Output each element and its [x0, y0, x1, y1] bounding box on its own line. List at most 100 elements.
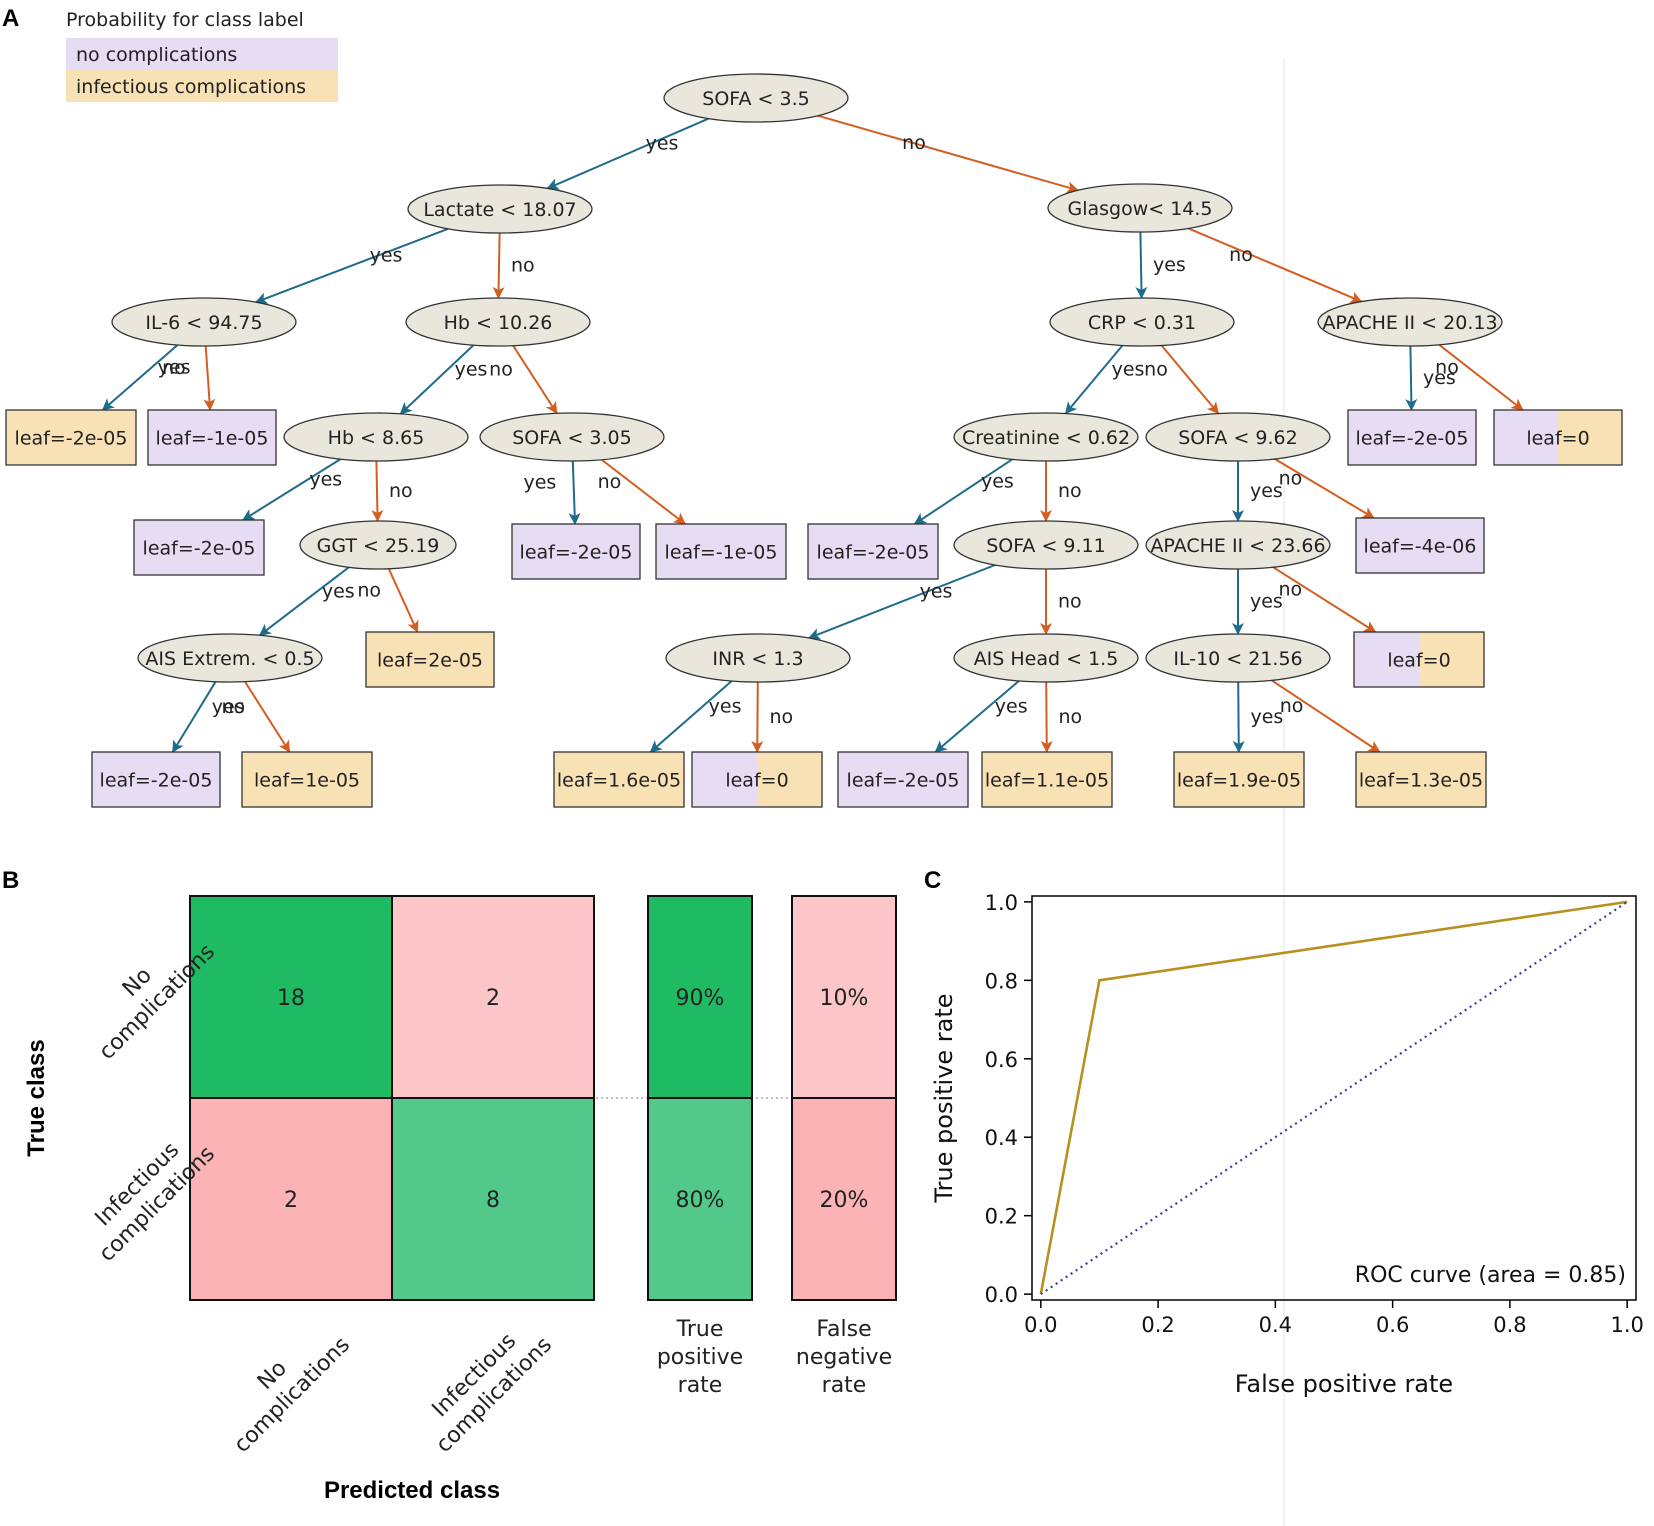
tree-edge-n2-n4 — [254, 227, 449, 304]
tree-leaf-l16: leaf=-2e-05 — [837, 751, 969, 808]
tree-node-shape — [1145, 520, 1331, 570]
leaf-label: leaf=-2e-05 — [15, 428, 128, 450]
tree-leaf-l5: leaf=-1e-05 — [655, 523, 787, 580]
edge-label-yes: yes — [1250, 480, 1283, 502]
edge-label-yes: yes — [920, 581, 953, 603]
panel-label-c: C — [924, 867, 941, 894]
tree-edge-n10-n13 — [1160, 344, 1220, 415]
tree-node-label: APACHE II < 20.13 — [1322, 312, 1497, 334]
tree-node-apache-ii-23-66: APACHE II < 23.66 — [1145, 520, 1331, 570]
tree-node-ais-head-1-5: AIS Head < 1.5 — [953, 633, 1139, 683]
leaf-label: leaf=-2e-05 — [817, 542, 930, 564]
leaf-border — [553, 751, 685, 808]
tree-node-label: SOFA < 3.05 — [512, 427, 632, 449]
y-tick-label: 0.6 — [985, 1048, 1018, 1072]
tree-edge-n11-l9 — [1405, 345, 1418, 411]
tree-node-shape — [1145, 633, 1331, 683]
edge-label-no: no — [162, 357, 186, 379]
tree-edge-n11-l10 — [1438, 344, 1524, 411]
y-tick-label: 0.4 — [985, 1126, 1018, 1150]
tree-node-sofa-9-11: SOFA < 9.11 — [953, 520, 1139, 570]
tree-node-il-6-94-75: IL-6 < 94.75 — [111, 297, 297, 347]
tree-node-shape — [1047, 183, 1233, 233]
leaf-fill — [242, 752, 372, 807]
leaf-label: leaf=2e-05 — [377, 650, 483, 672]
tree-node-shape — [665, 633, 851, 683]
tree-node-creatinine-0-62: Creatinine < 0.62 — [953, 412, 1139, 462]
leaf-fill-no-complications — [1354, 632, 1419, 687]
tree-edge-n14-n16 — [807, 564, 996, 640]
edge-label-yes: yes — [995, 696, 1028, 718]
tree-edge-n3-n10 — [1135, 231, 1148, 299]
tree-node-shape — [479, 412, 665, 462]
tree-edge-n5-n6 — [399, 344, 475, 415]
tree-leaf-l9: leaf=-2e-05 — [1347, 409, 1477, 466]
tree-edge-n17-l16 — [934, 680, 1020, 753]
edge-label-no: no — [902, 132, 926, 154]
edge-label-yes: yes — [1423, 367, 1456, 389]
tree-edge-n6-n8 — [371, 460, 384, 522]
rate-cell-value: 10% — [820, 986, 869, 1011]
leaf-label: leaf=1e-05 — [254, 770, 360, 792]
tree-edge-n17-l17 — [1040, 681, 1053, 753]
tree-node-sofa-3-5: SOFA < 3.5 — [663, 73, 849, 123]
legend-title: Probability for class label — [66, 9, 304, 31]
leaf-label: leaf=-1e-05 — [665, 542, 778, 564]
x-tick-label: 1.0 — [1611, 1313, 1644, 1337]
edge-label-no: no — [1058, 480, 1082, 502]
leaf-label: leaf=-2e-05 — [100, 770, 213, 792]
edge-label-yes: yes — [1153, 254, 1186, 276]
legend-label-infectious-complications: infectious complications — [76, 76, 306, 98]
tree-node-shape — [1145, 412, 1331, 462]
tree-edge-n4-l2 — [203, 345, 216, 411]
leaf-fill-infectious-complications — [1558, 410, 1622, 465]
leaf-fill — [512, 524, 640, 579]
tree-leaf-l13: leaf=0 — [1353, 631, 1485, 688]
leaf-border — [133, 519, 265, 576]
tree-edge-n18-l18 — [1232, 681, 1245, 753]
tree-edge-n7-l4 — [568, 460, 581, 525]
leaf-fill — [6, 410, 136, 465]
tree-edge-n10-n12 — [1064, 344, 1124, 415]
tree-node-il-10-21-56: IL-10 < 21.56 — [1145, 633, 1331, 683]
tree-node-label: APACHE II < 23.66 — [1150, 535, 1325, 557]
tree-edge-n9-l7 — [171, 681, 217, 753]
x-tick-label: 0.0 — [1024, 1313, 1057, 1337]
tree-leaf-l1: leaf=-2e-05 — [5, 409, 137, 466]
leaf-fill — [1174, 752, 1304, 807]
tree-node-shape — [953, 633, 1139, 683]
x-tick-label: 0.4 — [1259, 1313, 1292, 1337]
tree-leaf-l2: leaf=-1e-05 — [147, 409, 277, 466]
leaf-border — [241, 751, 373, 808]
tree-leaf-l14: leaf=1.6e-05 — [553, 751, 685, 808]
tree-node-shape — [953, 412, 1139, 462]
tree-edge-n8-n9 — [258, 566, 350, 637]
y-tick-label: 0.8 — [985, 969, 1018, 993]
tree-edge-n16-l15 — [751, 681, 764, 753]
leaf-fill-no-complications — [1494, 410, 1558, 465]
tree-node-label: CRP < 0.31 — [1088, 312, 1196, 334]
tree-node-shape — [407, 184, 593, 234]
rate-cell-fill — [647, 1097, 753, 1301]
tree-node-shape — [1049, 297, 1235, 347]
matrix-cell-value: 2 — [284, 1188, 298, 1213]
tree-leaf-l19: leaf=1.3e-05 — [1355, 751, 1487, 808]
tree-node-label: Hb < 10.26 — [444, 312, 553, 334]
leaf-border — [837, 751, 969, 808]
tree-edge-n6-l3 — [242, 458, 342, 521]
rate-cell-value: 80% — [676, 1188, 725, 1213]
leaf-label: leaf=1.1e-05 — [985, 770, 1109, 792]
leaf-label: leaf=1.3e-05 — [1359, 770, 1483, 792]
tree-edge-n8-l6 — [387, 568, 419, 633]
edge-label-yes: yes — [523, 472, 556, 494]
tree-edge-n15-l13 — [1272, 566, 1377, 633]
panel-label-b: B — [2, 867, 19, 894]
leaf-border — [91, 751, 221, 808]
leaf-label: leaf=-2e-05 — [143, 538, 256, 560]
leaf-label: leaf=-1e-05 — [156, 428, 269, 450]
